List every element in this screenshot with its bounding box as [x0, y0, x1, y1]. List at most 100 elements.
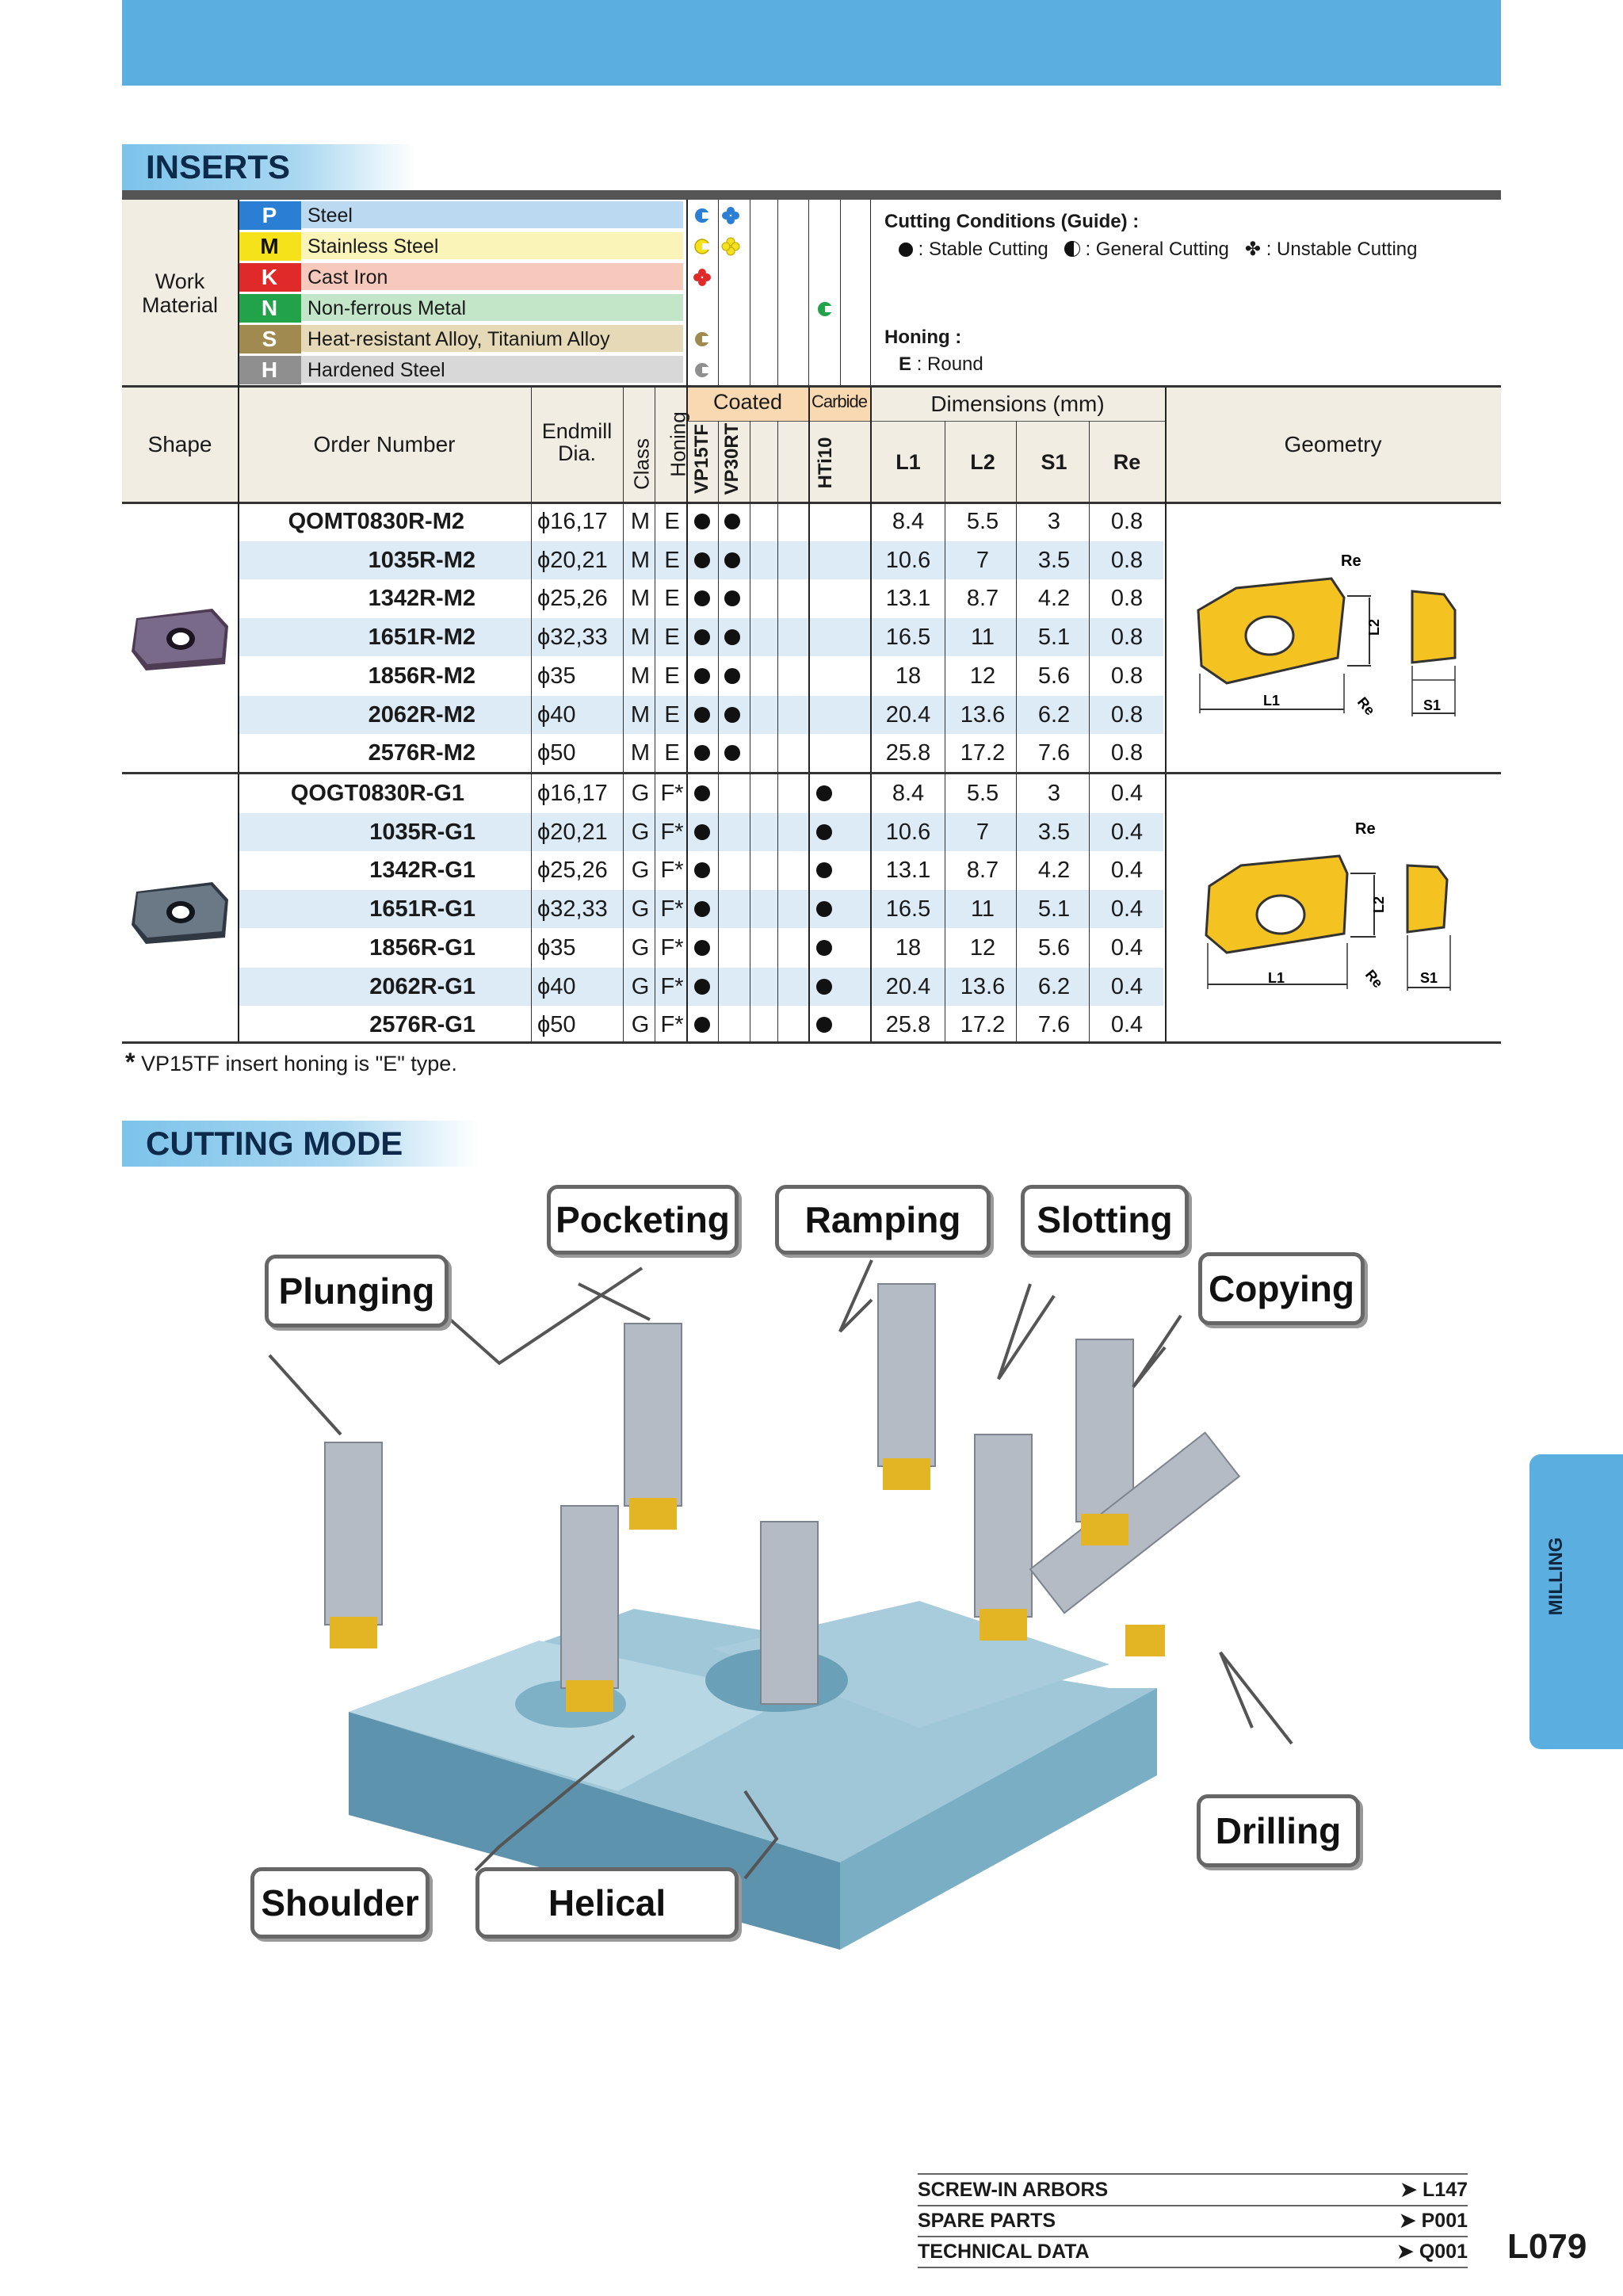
class-code: G: [631, 1012, 650, 1038]
footer-link-ref: Q001: [1419, 2241, 1468, 2263]
grade-available-dot: [694, 785, 710, 801]
grade-available-dot: [816, 901, 832, 918]
dim-l2: 17.2: [960, 740, 1006, 766]
arrow-right-icon: ➤: [1396, 2241, 1419, 2263]
geometry-diagram-g1: Re L2 L1 Re S1: [1205, 820, 1451, 991]
endmill-dia: ϕ25,26: [537, 586, 608, 612]
dim-re: 0.4: [1110, 1012, 1144, 1038]
grade-available-dot: [724, 706, 740, 723]
order-number: 2062R-G1: [369, 973, 475, 999]
grade-available-dot: [816, 862, 832, 879]
dim-l2: 12: [969, 934, 996, 961]
header-class: Class: [629, 438, 654, 491]
grade-available-dot: [694, 901, 710, 918]
grade-available-dot: [816, 978, 832, 995]
endmill-dia: ϕ40: [537, 701, 576, 728]
milling-side-tab[interactable]: MILLING: [1529, 1454, 1623, 1749]
honing-code: F*: [660, 973, 684, 999]
dim-l1: 20.4: [885, 973, 931, 999]
dim-l2: 5.5: [966, 781, 999, 806]
class-code: G: [631, 781, 650, 806]
grade-available-dot: [694, 862, 710, 879]
endmill-dia: ϕ40: [537, 973, 576, 999]
dim-l2: 17.2: [960, 1012, 1006, 1038]
dim-re: 0.4: [1110, 973, 1144, 999]
order-number: 1651R-M2: [368, 625, 475, 651]
footer-link-ref: P001: [1421, 2210, 1468, 2232]
dim-re: 0.4: [1110, 934, 1144, 961]
dim-l1: 20.4: [885, 701, 931, 728]
grade-available-dot: [694, 823, 710, 840]
header-l2: L2: [970, 450, 995, 474]
grade-available-dot: [724, 552, 740, 568]
footer-link-row[interactable]: TECHNICAL DATA➤ Q001: [918, 2237, 1468, 2268]
grade-available-dot: [724, 629, 740, 646]
grade-available-dot: [816, 1017, 832, 1033]
order-number: 1856R-M2: [368, 663, 475, 689]
class-code: G: [631, 934, 650, 961]
material-name: Non-ferrous Metal: [301, 294, 683, 323]
dim-re: 0.8: [1110, 547, 1144, 573]
grade-available-dot: [816, 785, 832, 801]
dim-l2: 7: [976, 547, 990, 573]
grade-available-dot: [694, 514, 710, 529]
header-geometry: Geometry: [1284, 432, 1382, 457]
footer-link-row[interactable]: SCREW-IN ARBORS➤ L147: [918, 2175, 1468, 2206]
material-code-s: S: [238, 325, 301, 353]
dim-s1: 3: [1047, 781, 1061, 806]
header-vp15tf: VP15TF: [691, 423, 712, 495]
dim-l1: 16.5: [885, 896, 931, 923]
class-code: M: [630, 625, 651, 651]
geometry-label-l2: L2: [1366, 619, 1382, 636]
cutting-conditions-legend: : Stable Cutting : General Cutting ✤ : U…: [899, 238, 1417, 261]
material-name: Steel: [301, 201, 683, 230]
dim-s1: 5.6: [1037, 934, 1071, 961]
footnote: * VP15TF insert honing is "E" type.: [125, 1048, 457, 1076]
material-code-p: P: [238, 201, 301, 230]
grade-available-dot: [816, 823, 832, 840]
material-name: Cast Iron: [301, 263, 683, 292]
work-material-label: Work Material: [141, 269, 219, 317]
insert-tips: [330, 1458, 1165, 1712]
endmill-dia: ϕ32,33: [537, 896, 608, 923]
unstable-cutting-icon-m: [721, 237, 740, 256]
milling-tab-label: MILLING: [1545, 1537, 1567, 1616]
material-code-k: K: [238, 263, 301, 292]
endmill-dia: ϕ50: [537, 1012, 576, 1038]
callout-plunging: Plunging: [265, 1255, 449, 1328]
callout-shoulder: Shoulder: [250, 1867, 430, 1939]
honing-code: F*: [660, 781, 684, 806]
footer-link-row[interactable]: SPARE PARTS➤ P001: [918, 2206, 1468, 2237]
honing-code: E: [664, 740, 680, 766]
dim-l2: 5.5: [966, 509, 999, 534]
order-number: 1342R-M2: [368, 586, 475, 612]
honing-code: E: [664, 625, 680, 651]
dim-l2: 8.7: [966, 586, 999, 612]
honing-code: E: [664, 663, 680, 689]
arrow-right-icon: ➤: [1399, 2210, 1422, 2232]
geometry-label-l1-g1: L1: [1268, 970, 1285, 986]
dim-s1: 3.5: [1037, 547, 1071, 573]
stable-cutting-icon: [899, 243, 913, 257]
order-number: 1035R-M2: [368, 547, 475, 573]
honing-title: Honing :: [884, 327, 962, 348]
dim-l2: 13.6: [960, 701, 1006, 728]
class-code: M: [630, 547, 651, 573]
dim-re: 0.4: [1110, 781, 1144, 806]
insert-g1-image: [132, 882, 228, 944]
cutting-condition-icons: [693, 207, 833, 377]
dim-l2: 11: [970, 625, 995, 651]
class-code: M: [630, 663, 651, 689]
material-name: Heat-resistant Alloy, Titanium Alloy: [301, 325, 683, 353]
footer-link-ref: L147: [1423, 2179, 1468, 2201]
dim-s1: 6.2: [1037, 973, 1071, 999]
geometry-diagram-m2: Re L2 L1 Re S1: [1197, 552, 1457, 718]
class-code: M: [630, 701, 651, 728]
dim-l2: 11: [970, 896, 995, 923]
grade-available-dot: [724, 514, 740, 529]
order-number: 2062R-M2: [368, 701, 475, 728]
header-re: Re: [1113, 450, 1141, 474]
order-number: 2576R-G1: [369, 1012, 475, 1038]
grade-available-dot: [694, 552, 710, 568]
